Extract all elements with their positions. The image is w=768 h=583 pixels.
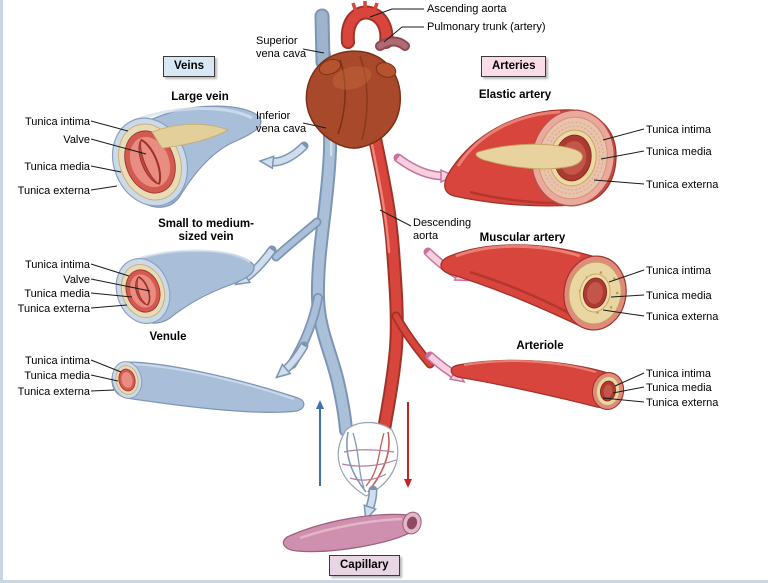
label-elastic-tunica-intima: Tunica intima bbox=[646, 124, 712, 136]
label-large-vein-tunica-intima: Tunica intima bbox=[24, 116, 90, 128]
label-inferior-vena-cava: Inferior vena cava bbox=[256, 110, 307, 135]
capillary-legend-box: Capillary bbox=[329, 555, 400, 576]
heading-venule: Venule bbox=[149, 331, 187, 343]
arteriole-illustration bbox=[450, 359, 625, 410]
leader-lines bbox=[90, 8, 645, 403]
label-arteriole-tunica-intima: Tunica intima bbox=[646, 368, 712, 380]
label-small-vein-tunica-intima: Tunica intima bbox=[24, 259, 90, 271]
label-pulmonary-trunk: Pulmonary trunk (artery) bbox=[427, 21, 546, 33]
heading-arteriole: Arteriole bbox=[516, 340, 564, 352]
heart-illustration bbox=[305, 1, 410, 149]
label-ascending-aorta: Ascending aorta bbox=[427, 3, 507, 15]
label-venule-tunica-externa: Tunica externa bbox=[17, 386, 90, 398]
label-arteriole-tunica-media: Tunica media bbox=[646, 382, 712, 394]
muscular-artery-illustration bbox=[440, 244, 627, 331]
veins-legend-box: Veins bbox=[163, 56, 216, 77]
heading-muscular-artery: Muscular artery bbox=[479, 232, 566, 244]
arteries-legend-box: Arteries bbox=[481, 56, 547, 77]
large-vein-illustration bbox=[112, 105, 262, 208]
label-elastic-tunica-media: Tunica media bbox=[646, 146, 712, 158]
label-elastic-tunica-externa: Tunica externa bbox=[646, 179, 719, 191]
label-large-vein-tunica-externa: Tunica externa bbox=[17, 185, 90, 197]
aorta-vessel bbox=[364, 111, 435, 437]
elastic-artery-illustration bbox=[444, 109, 617, 207]
capillary-illustration bbox=[282, 511, 422, 553]
label-small-vein-tunica-media: Tunica media bbox=[24, 288, 90, 300]
venule-illustration bbox=[111, 361, 305, 413]
label-venule-tunica-intima: Tunica intima bbox=[24, 355, 90, 367]
label-large-vein-valve: Valve bbox=[63, 134, 90, 146]
page-edge-bottom bbox=[0, 580, 768, 583]
small-medium-vein-illustration bbox=[115, 249, 255, 324]
capillary-network bbox=[337, 421, 399, 497]
label-muscular-tunica-externa: Tunica externa bbox=[646, 311, 719, 323]
label-venule-tunica-media: Tunica media bbox=[24, 370, 90, 382]
label-large-vein-tunica-media: Tunica media bbox=[24, 161, 90, 173]
label-muscular-tunica-intima: Tunica intima bbox=[646, 265, 712, 277]
label-small-vein-tunica-externa: Tunica externa bbox=[17, 303, 90, 315]
page-edge-left bbox=[0, 0, 3, 583]
heading-elastic-artery: Elastic artery bbox=[478, 89, 552, 101]
heading-large-vein: Large vein bbox=[171, 91, 229, 103]
label-descending-aorta: Descending aorta bbox=[413, 217, 472, 242]
heading-small-medium-vein: Small to medium-sized vein bbox=[158, 218, 254, 243]
label-superior-vena-cava: Superior vena cava bbox=[256, 35, 307, 60]
label-small-vein-valve: Valve bbox=[63, 274, 90, 286]
label-arteriole-tunica-externa: Tunica externa bbox=[646, 397, 719, 409]
label-muscular-tunica-media: Tunica media bbox=[646, 290, 712, 302]
